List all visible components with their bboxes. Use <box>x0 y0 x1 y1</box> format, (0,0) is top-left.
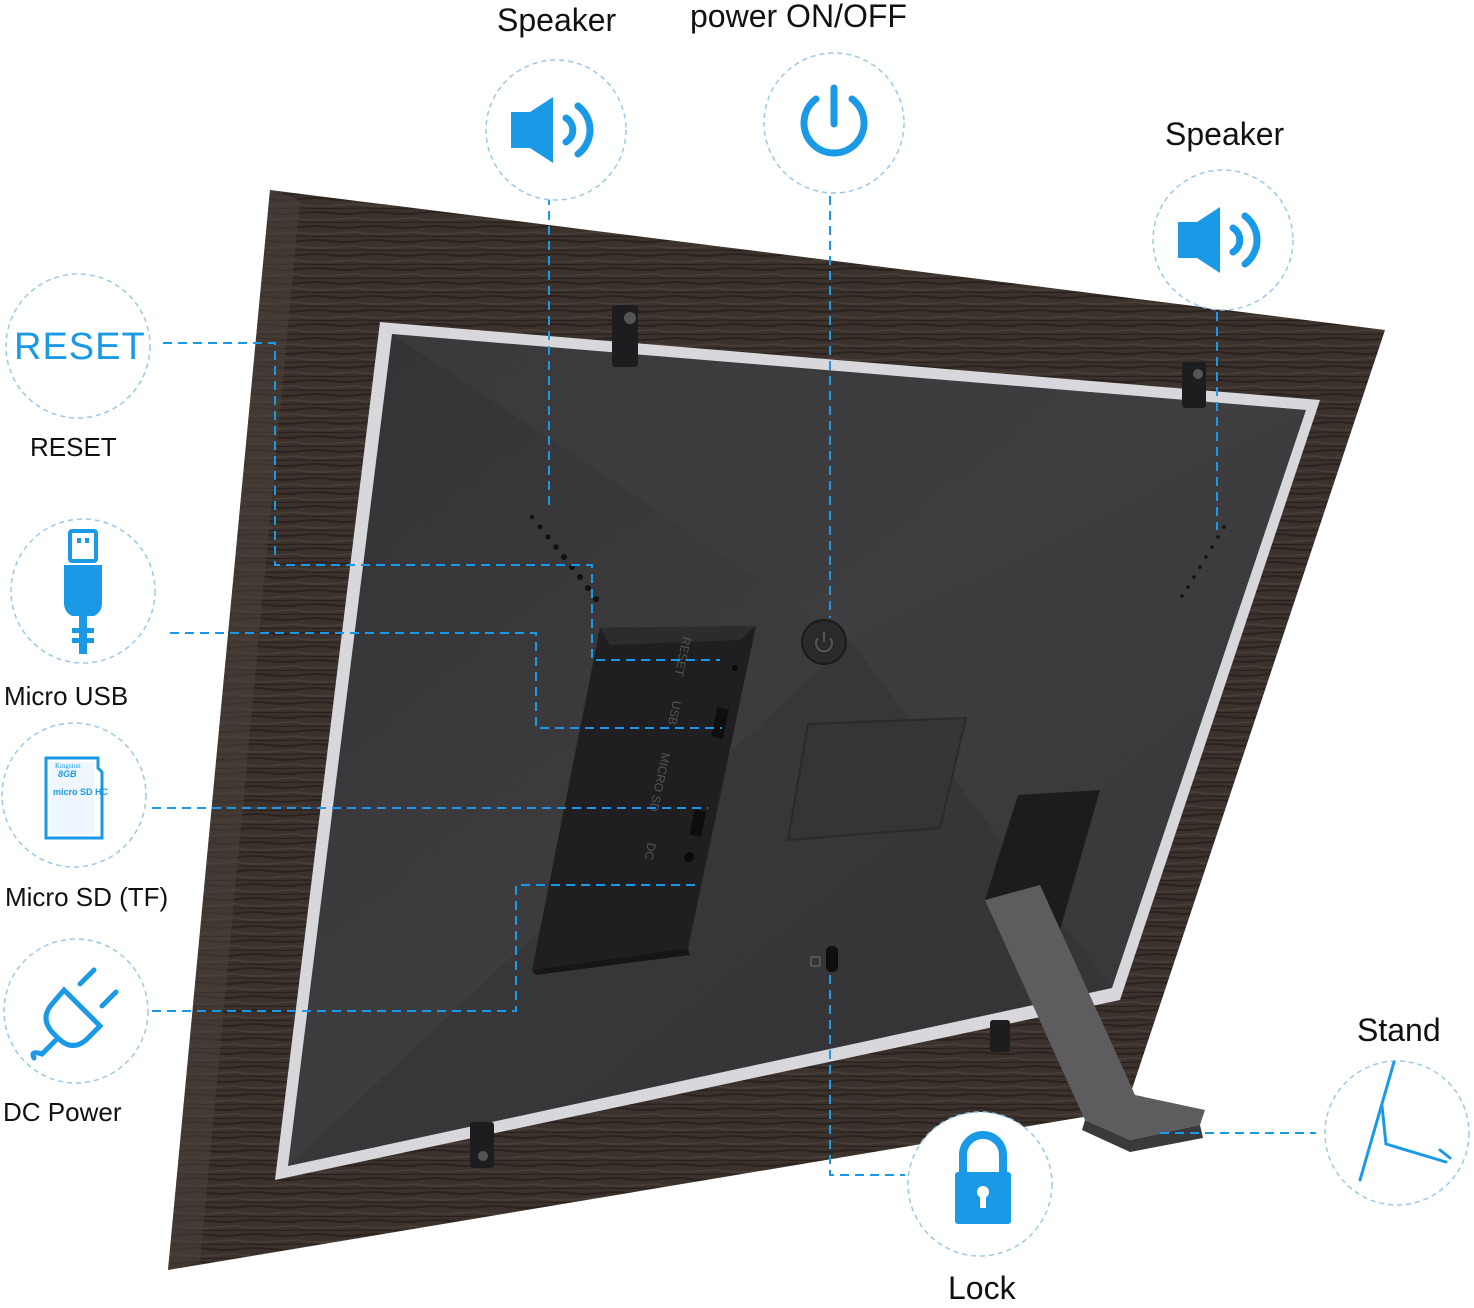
sd-card-brand: Kingston <box>55 762 81 770</box>
stand-icon <box>1358 1060 1452 1182</box>
device-lock-switch <box>810 946 838 972</box>
power-icon <box>800 84 868 157</box>
usb-icon <box>64 529 102 654</box>
label-lock: Lock <box>948 1270 1016 1306</box>
label-micro-sd: Micro SD (TF) <box>5 882 169 912</box>
reset-icon: RESET <box>14 326 146 368</box>
plug-icon <box>30 967 119 1061</box>
label-stand: Stand <box>1357 1012 1441 1048</box>
speaker-icon-right <box>1178 207 1261 273</box>
label-dc-power: DC Power <box>3 1097 122 1127</box>
speaker-grill-right <box>1180 525 1226 598</box>
label-plate <box>786 716 968 842</box>
leader-usb <box>170 632 722 729</box>
leader-lock <box>829 975 905 1176</box>
leader-lines <box>152 196 1316 1176</box>
leader-reset <box>163 342 720 661</box>
hanging-clips <box>470 305 1206 1168</box>
speaker-icon <box>511 97 594 163</box>
device-power-button <box>801 619 847 665</box>
label-reset: RESET <box>30 432 117 462</box>
sd-card-type: micro SD HC <box>53 787 109 797</box>
device-stand <box>985 790 1205 1152</box>
sd-card-capacity: 8GB <box>58 769 77 779</box>
port-label-usb: USB <box>665 699 684 726</box>
label-speaker-right: Speaker <box>1165 116 1285 152</box>
leader-dc <box>152 884 695 1012</box>
sd-card-icon <box>44 756 104 840</box>
label-power: power ON/OFF <box>690 0 907 34</box>
lock-icon <box>955 1131 1011 1224</box>
label-micro-usb: Micro USB <box>4 681 129 711</box>
label-speaker-left: Speaker <box>497 2 617 38</box>
port-label-dc: DC <box>641 841 658 861</box>
photo-frame <box>168 190 1385 1270</box>
